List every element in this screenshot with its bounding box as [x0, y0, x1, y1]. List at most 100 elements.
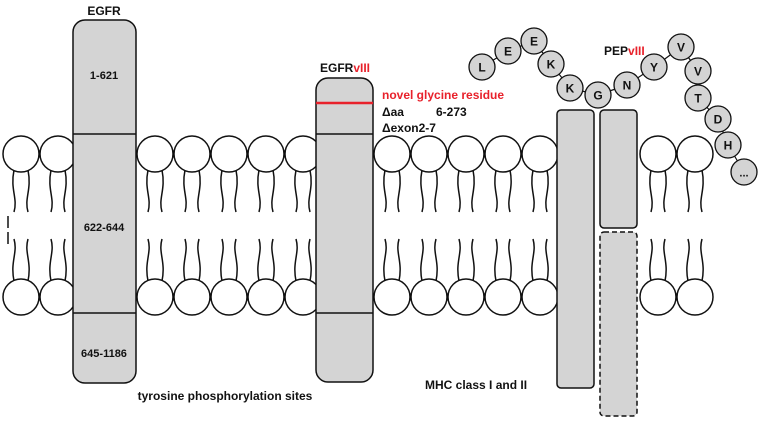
amino-acid-letter: E [530, 35, 538, 49]
lipid-tail [183, 238, 187, 282]
lipid-tail [197, 238, 201, 282]
amino-acid-residue: E [494, 37, 522, 65]
amino-acid-circle [684, 84, 712, 112]
phospholipid [676, 135, 714, 316]
egfrviii-title-suffix: vIII [353, 61, 370, 75]
lipid-tail [49, 238, 53, 282]
lipid-tail [508, 169, 512, 213]
amino-acid-circle [730, 158, 758, 186]
lipid-head [2, 278, 40, 316]
amino-acid-residue: V [667, 33, 695, 61]
lipid-head [676, 278, 714, 316]
amino-acid-circle [584, 81, 612, 109]
lipid-tail [471, 238, 475, 282]
lipid-tail [257, 238, 261, 282]
phospholipid [410, 135, 448, 316]
amino-acid-letter: D [714, 113, 723, 127]
lipid-tail [531, 238, 535, 282]
lipid-head [39, 135, 77, 173]
phospholipid [247, 135, 285, 316]
amino-acid-residue: V [684, 57, 712, 85]
lipid-tail [183, 169, 187, 213]
lipid-head [447, 278, 485, 316]
lipid-tail [220, 169, 224, 213]
egfrviii-title: EGFRvIII [320, 61, 370, 75]
amino-acid-residue: K [537, 50, 565, 78]
phospholipid [210, 135, 248, 316]
amino-acid-circle [667, 33, 695, 61]
lipid-head [210, 135, 248, 173]
phospholipid [373, 135, 411, 316]
tyrosine-phosphorylation-caption: tyrosine phosphorylation sites [138, 389, 313, 403]
lipid-tail [700, 169, 704, 213]
lipid-tail [63, 238, 67, 282]
lipid-head [676, 135, 714, 173]
lipid-tail [531, 169, 535, 213]
lipid-tail [494, 169, 498, 213]
lipid-tail [649, 169, 653, 213]
lipid-tail [383, 169, 387, 213]
amino-acid-letter: ... [739, 168, 748, 180]
lipid-head [173, 278, 211, 316]
lipid-tail [160, 238, 164, 282]
lipid-tail [49, 169, 53, 213]
amino-acid-circle [640, 53, 668, 81]
egfr-body [72, 19, 137, 384]
lipid-tail [434, 238, 438, 282]
lipid-tail [234, 238, 238, 282]
amino-acid-letter: V [694, 65, 702, 79]
lipid-tail [234, 169, 238, 213]
lipid-tail [12, 238, 16, 282]
amino-acid-letter: G [593, 89, 602, 103]
lipid-head [410, 135, 448, 173]
lipid-tail [294, 169, 298, 213]
lipid-tail [308, 169, 312, 213]
amino-acid-circle [537, 50, 565, 78]
lipid-tail [271, 169, 275, 213]
mhc-alpha-chain [556, 109, 595, 389]
lipid-tail [26, 238, 30, 282]
amino-acid-residue: Y [640, 53, 668, 81]
deletion-aa-range: 6-273 [436, 105, 467, 119]
lipid-head [247, 135, 285, 173]
amino-acid-circle [556, 74, 584, 102]
amino-acid-letter: V [677, 41, 685, 55]
lipid-head [373, 278, 411, 316]
lipid-tail [663, 169, 667, 213]
pepviii-title-prefix: PEP [604, 44, 628, 58]
lipid-tail [197, 169, 201, 213]
lipid-head [39, 278, 77, 316]
amino-acid-circle [494, 37, 522, 65]
mhc-beta-chain-upper [599, 109, 638, 229]
egfr-domain-intracellular: 645-1186 [81, 348, 127, 360]
lipid-tail [383, 238, 387, 282]
amino-acid-circle [704, 105, 732, 133]
deletion-exon-label: Δexon2-7 [382, 121, 436, 135]
lipid-head [639, 135, 677, 173]
lipid-tail [63, 169, 67, 213]
lipid-tail [471, 169, 475, 213]
amino-acid-letter: H [724, 139, 733, 153]
lipid-tail [508, 238, 512, 282]
amino-acid-letter: N [623, 79, 632, 93]
lipid-tail [160, 169, 164, 213]
amino-acid-residue: ... [730, 158, 758, 186]
lipid-tail [146, 238, 150, 282]
lipid-tail [545, 169, 549, 213]
lipid-tail [257, 169, 261, 213]
lipid-tail [26, 169, 30, 213]
amino-acid-circle [468, 53, 496, 81]
egfr-title: EGFR [87, 4, 121, 18]
lipid-head [639, 278, 677, 316]
amino-acid-residue: D [704, 105, 732, 133]
phospholipid [521, 135, 559, 316]
lipid-tail [663, 238, 667, 282]
lipid-head [484, 278, 522, 316]
lipid-tail [700, 238, 704, 282]
amino-acid-circle [714, 131, 742, 159]
lipid-tail [397, 238, 401, 282]
phospholipid [173, 135, 211, 316]
lipid-head [173, 135, 211, 173]
